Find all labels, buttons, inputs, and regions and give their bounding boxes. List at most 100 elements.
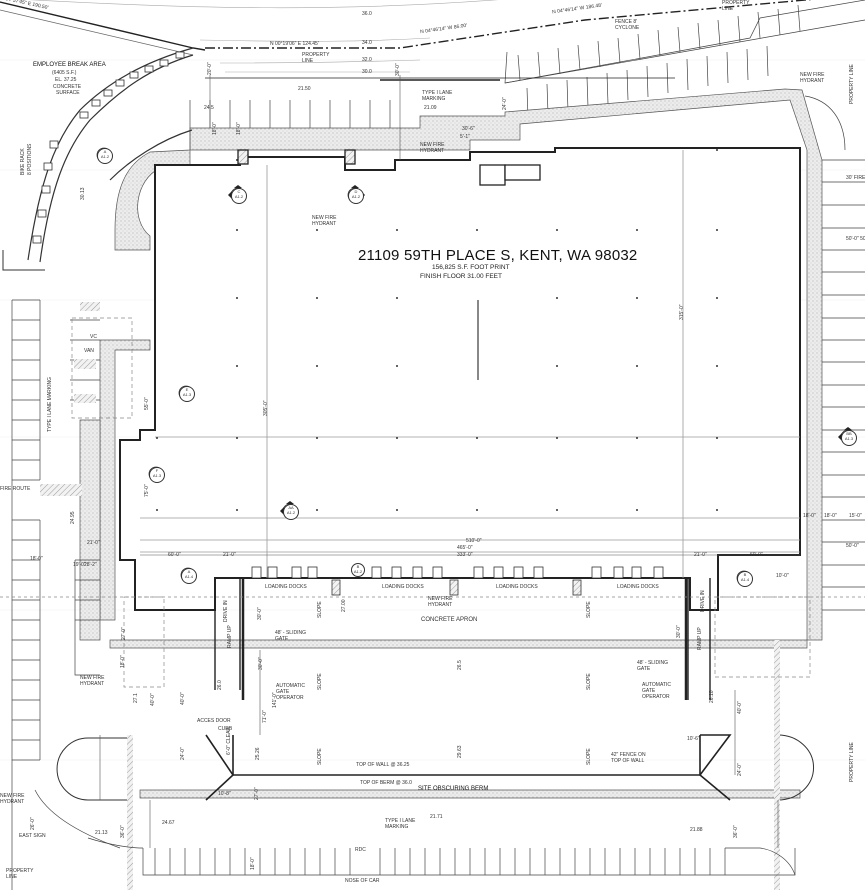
vc-label: VC — [90, 334, 97, 340]
dim-corner-5: 10'-0" — [776, 573, 789, 579]
dim-north-setback: 30'-0" — [395, 63, 401, 76]
dock-stairs — [331, 579, 582, 596]
dim-east-3: 15'-0" — [849, 513, 862, 519]
dim-corner-1: 30'-6" — [462, 126, 475, 132]
break-area-walkway — [27, 47, 194, 263]
lane-marking-north: TYPE I LANE MARKING — [422, 90, 453, 102]
property-line-label-ne: PROPERTY LINE — [722, 0, 750, 12]
fire-route-label: FIRE ROUTE — [0, 486, 31, 492]
building-outline — [119, 147, 801, 611]
dashed-areas — [0, 317, 865, 688]
east-sign-label: EAST SIGN — [19, 833, 46, 839]
contour-36: 36.0 — [362, 11, 372, 17]
north-bearing-1: N 00°19'06" E 124.45' — [270, 41, 319, 47]
dim-corner-4: 19'-0" — [73, 562, 86, 568]
dim-berm-1: 10'-8" — [218, 791, 231, 797]
dim-west-aisle: 26'-0" — [30, 817, 36, 830]
dim-east-2: 18'-0" — [824, 513, 837, 519]
dim-south-aisle-e: 36'-0" — [733, 825, 739, 838]
east-cart-lane — [774, 640, 780, 890]
spot-elev-14: 21.13 — [95, 830, 108, 836]
picnic-tables — [32, 51, 185, 244]
ramp-up-east: RAMP UP — [697, 627, 703, 650]
north-parking — [189, 0, 865, 128]
dim-entry-offset: 75'-0" — [144, 484, 150, 497]
hydrant-dock: NEW FIRE HYDRANT — [428, 596, 453, 608]
dim-west-18: 18'-0" — [30, 556, 43, 562]
curb-label: CURB — [218, 726, 233, 732]
dim-west-21: 21'-0" — [87, 540, 100, 546]
spot-elev-8: 26.5 — [457, 660, 463, 670]
spot-elev-11: 21.71 — [430, 814, 443, 820]
accessible-stall-hatches — [74, 302, 100, 403]
dim-west-offset: 55'-0" — [144, 397, 150, 410]
building-grid — [140, 150, 800, 578]
hydrant-north: NEW FIRE HYDRANT — [420, 142, 445, 154]
sliding-gate-east: 48' - SLIDING GATE — [637, 660, 668, 672]
hydrant-sw: NEW FIRE HYDRANT — [0, 793, 25, 805]
dim-gate-2: 30'-0" — [258, 657, 264, 670]
dim-bay-west: 60'-0" — [168, 552, 181, 558]
bike-rack-label: BIKE RACK — [20, 148, 26, 175]
sidewalk — [79, 88, 823, 799]
rdc-label: RDC — [355, 847, 366, 853]
dim-build-easement: 50'-0" 50' BUILD EASEMENT — [846, 236, 865, 242]
dim-berm-3: 27'-0" — [254, 787, 260, 800]
contour-lines — [29, 0, 499, 73]
dim-width-2: 465'-0" — [457, 545, 473, 551]
dim-bay-east: 60'-0" — [750, 552, 763, 558]
south-parking — [34, 789, 796, 876]
slope-1: SLOPE — [317, 601, 323, 618]
dim-drive-west: 21'-0" — [223, 552, 236, 558]
contour-30: 30.0 — [362, 69, 372, 75]
loading-docks-4: LOADING DOCKS — [617, 584, 659, 590]
dim-east-1: 18'-0" — [803, 513, 816, 519]
finish-floor: FINISH FLOOR 31.00 FEET — [420, 273, 502, 280]
slope-4: SLOPE — [586, 601, 592, 618]
van-stall-label: VAN — [84, 348, 94, 354]
dim-overall-width: 510'-0" — [466, 538, 482, 544]
dim-depth-east: 315'-0" — [679, 304, 685, 320]
access-door-label: ACCES DOOR — [197, 718, 231, 724]
dim-south-aisle: 36'-0" — [120, 825, 126, 838]
site-address: 21109 59TH PLACE S, KENT, WA 98032 — [358, 247, 638, 264]
dim-west-27: 27'-0" — [121, 627, 127, 640]
slope-5: SLOPE — [586, 673, 592, 690]
contour-34: 34.0 — [362, 40, 372, 46]
loading-docks-2: LOADING DOCKS — [382, 584, 424, 590]
spot-elev-16: 26.10 — [709, 690, 715, 703]
loading-docks-3: LOADING DOCKS — [496, 584, 538, 590]
dim-west-18b: 18'-0" — [120, 655, 126, 668]
contour-32: 32.0 — [362, 57, 372, 63]
column-grid-dots — [156, 149, 718, 511]
site-obscuring-berm — [205, 734, 732, 801]
dim-stall-depth-2: 18'-0" — [236, 122, 242, 135]
hydrant-ne: NEW FIRE HYDRANT — [800, 72, 825, 84]
spot-elev-1: 21.50 — [298, 86, 311, 92]
top-of-wall: TOP OF WALL @ 36.25 — [356, 762, 410, 768]
west-cart-lane — [127, 735, 133, 890]
break-area-surface: CONCRETE — [53, 84, 82, 90]
loading-dock-doors — [251, 566, 664, 579]
fence-label: FENCE 8' CYCLONE — [615, 19, 640, 31]
slope-2: SLOPE — [317, 673, 323, 690]
spot-elev-4: 30.13 — [80, 187, 86, 200]
spot-elev-13: 27.00 — [341, 599, 347, 612]
berm-label: SITE OBSCURING BERM — [418, 786, 489, 792]
north-stairs — [237, 149, 541, 186]
hydrant-west: NEW FIRE HYDRANT — [80, 675, 105, 687]
break-area-elevation: EL. 37.25 — [55, 77, 77, 83]
spot-elev-15: 24.95 — [70, 511, 76, 524]
property-line-label-e: PROPERTY LINE — [849, 64, 855, 104]
dim-corner-2: 5'-1" — [460, 134, 470, 140]
